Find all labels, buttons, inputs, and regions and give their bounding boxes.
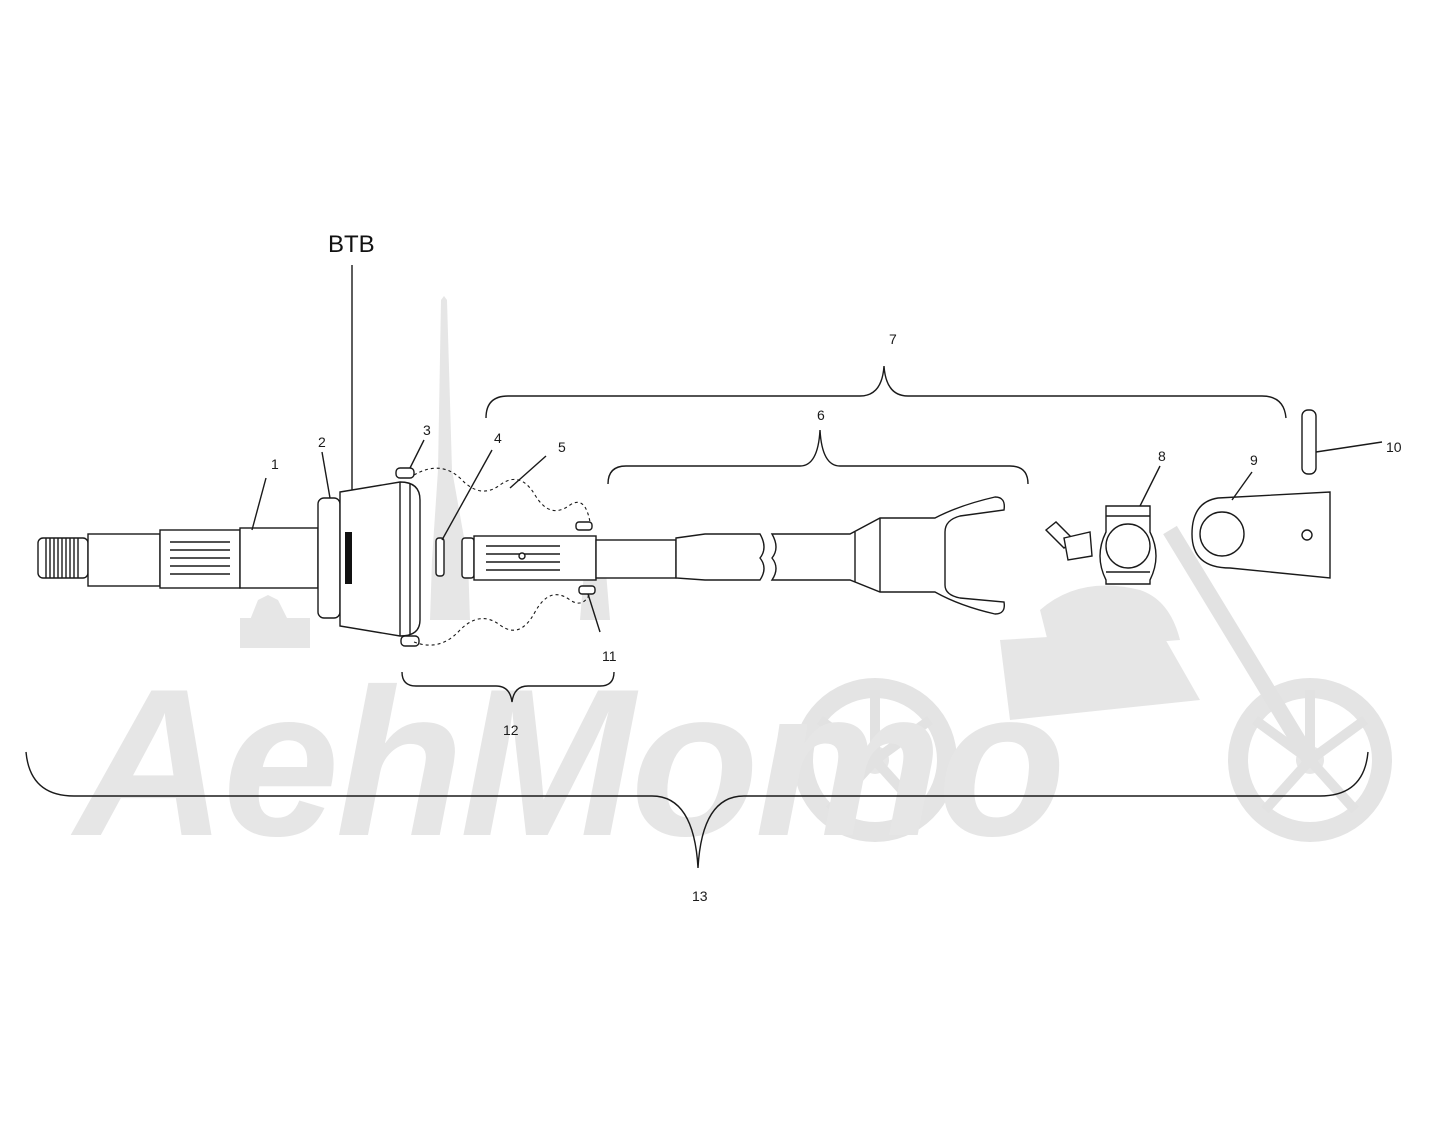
watermark-text: AehMomo	[70, 645, 1062, 880]
part-8-universal-joint-cross	[1044, 505, 1157, 585]
callout-labels: 1 2 3 4 5 6 7 8 9 10 11 12 13	[271, 331, 1402, 904]
callout-13: 13	[692, 888, 708, 904]
callout-4: 4	[494, 430, 502, 446]
part-1-axle-shaft	[37, 497, 341, 619]
part-9-yoke-end	[1191, 491, 1331, 579]
part-11-small-clamp	[575, 521, 596, 595]
brace-13	[25, 751, 1369, 869]
diagram-title: BTB	[328, 231, 375, 258]
watermark: AehMomo	[70, 296, 1392, 880]
callout-1: 1	[271, 456, 279, 472]
callout-7: 7	[889, 331, 897, 347]
callout-11: 11	[602, 648, 617, 664]
brace-12	[401, 671, 615, 703]
watermark-motorcycle-icon	[793, 525, 1392, 842]
callout-10: 10	[1386, 439, 1402, 455]
leader-lines	[251, 439, 1383, 633]
part-3-boot-clamp	[395, 467, 420, 647]
callout-6: 6	[817, 407, 825, 423]
part-10-pin	[1301, 409, 1317, 475]
callout-2: 2	[318, 434, 326, 450]
part-4-circlip	[435, 537, 445, 577]
brace-6	[607, 429, 1029, 485]
callout-5: 5	[558, 439, 566, 455]
part-2-cv-housing	[339, 481, 421, 637]
callout-3: 3	[423, 422, 431, 438]
brace-7	[485, 365, 1287, 419]
callout-8: 8	[1158, 448, 1166, 464]
callout-9: 9	[1250, 452, 1258, 468]
part-6-propshaft-yoke	[461, 496, 1005, 615]
watermark-church-icon	[240, 296, 610, 648]
callout-12: 12	[503, 722, 519, 738]
